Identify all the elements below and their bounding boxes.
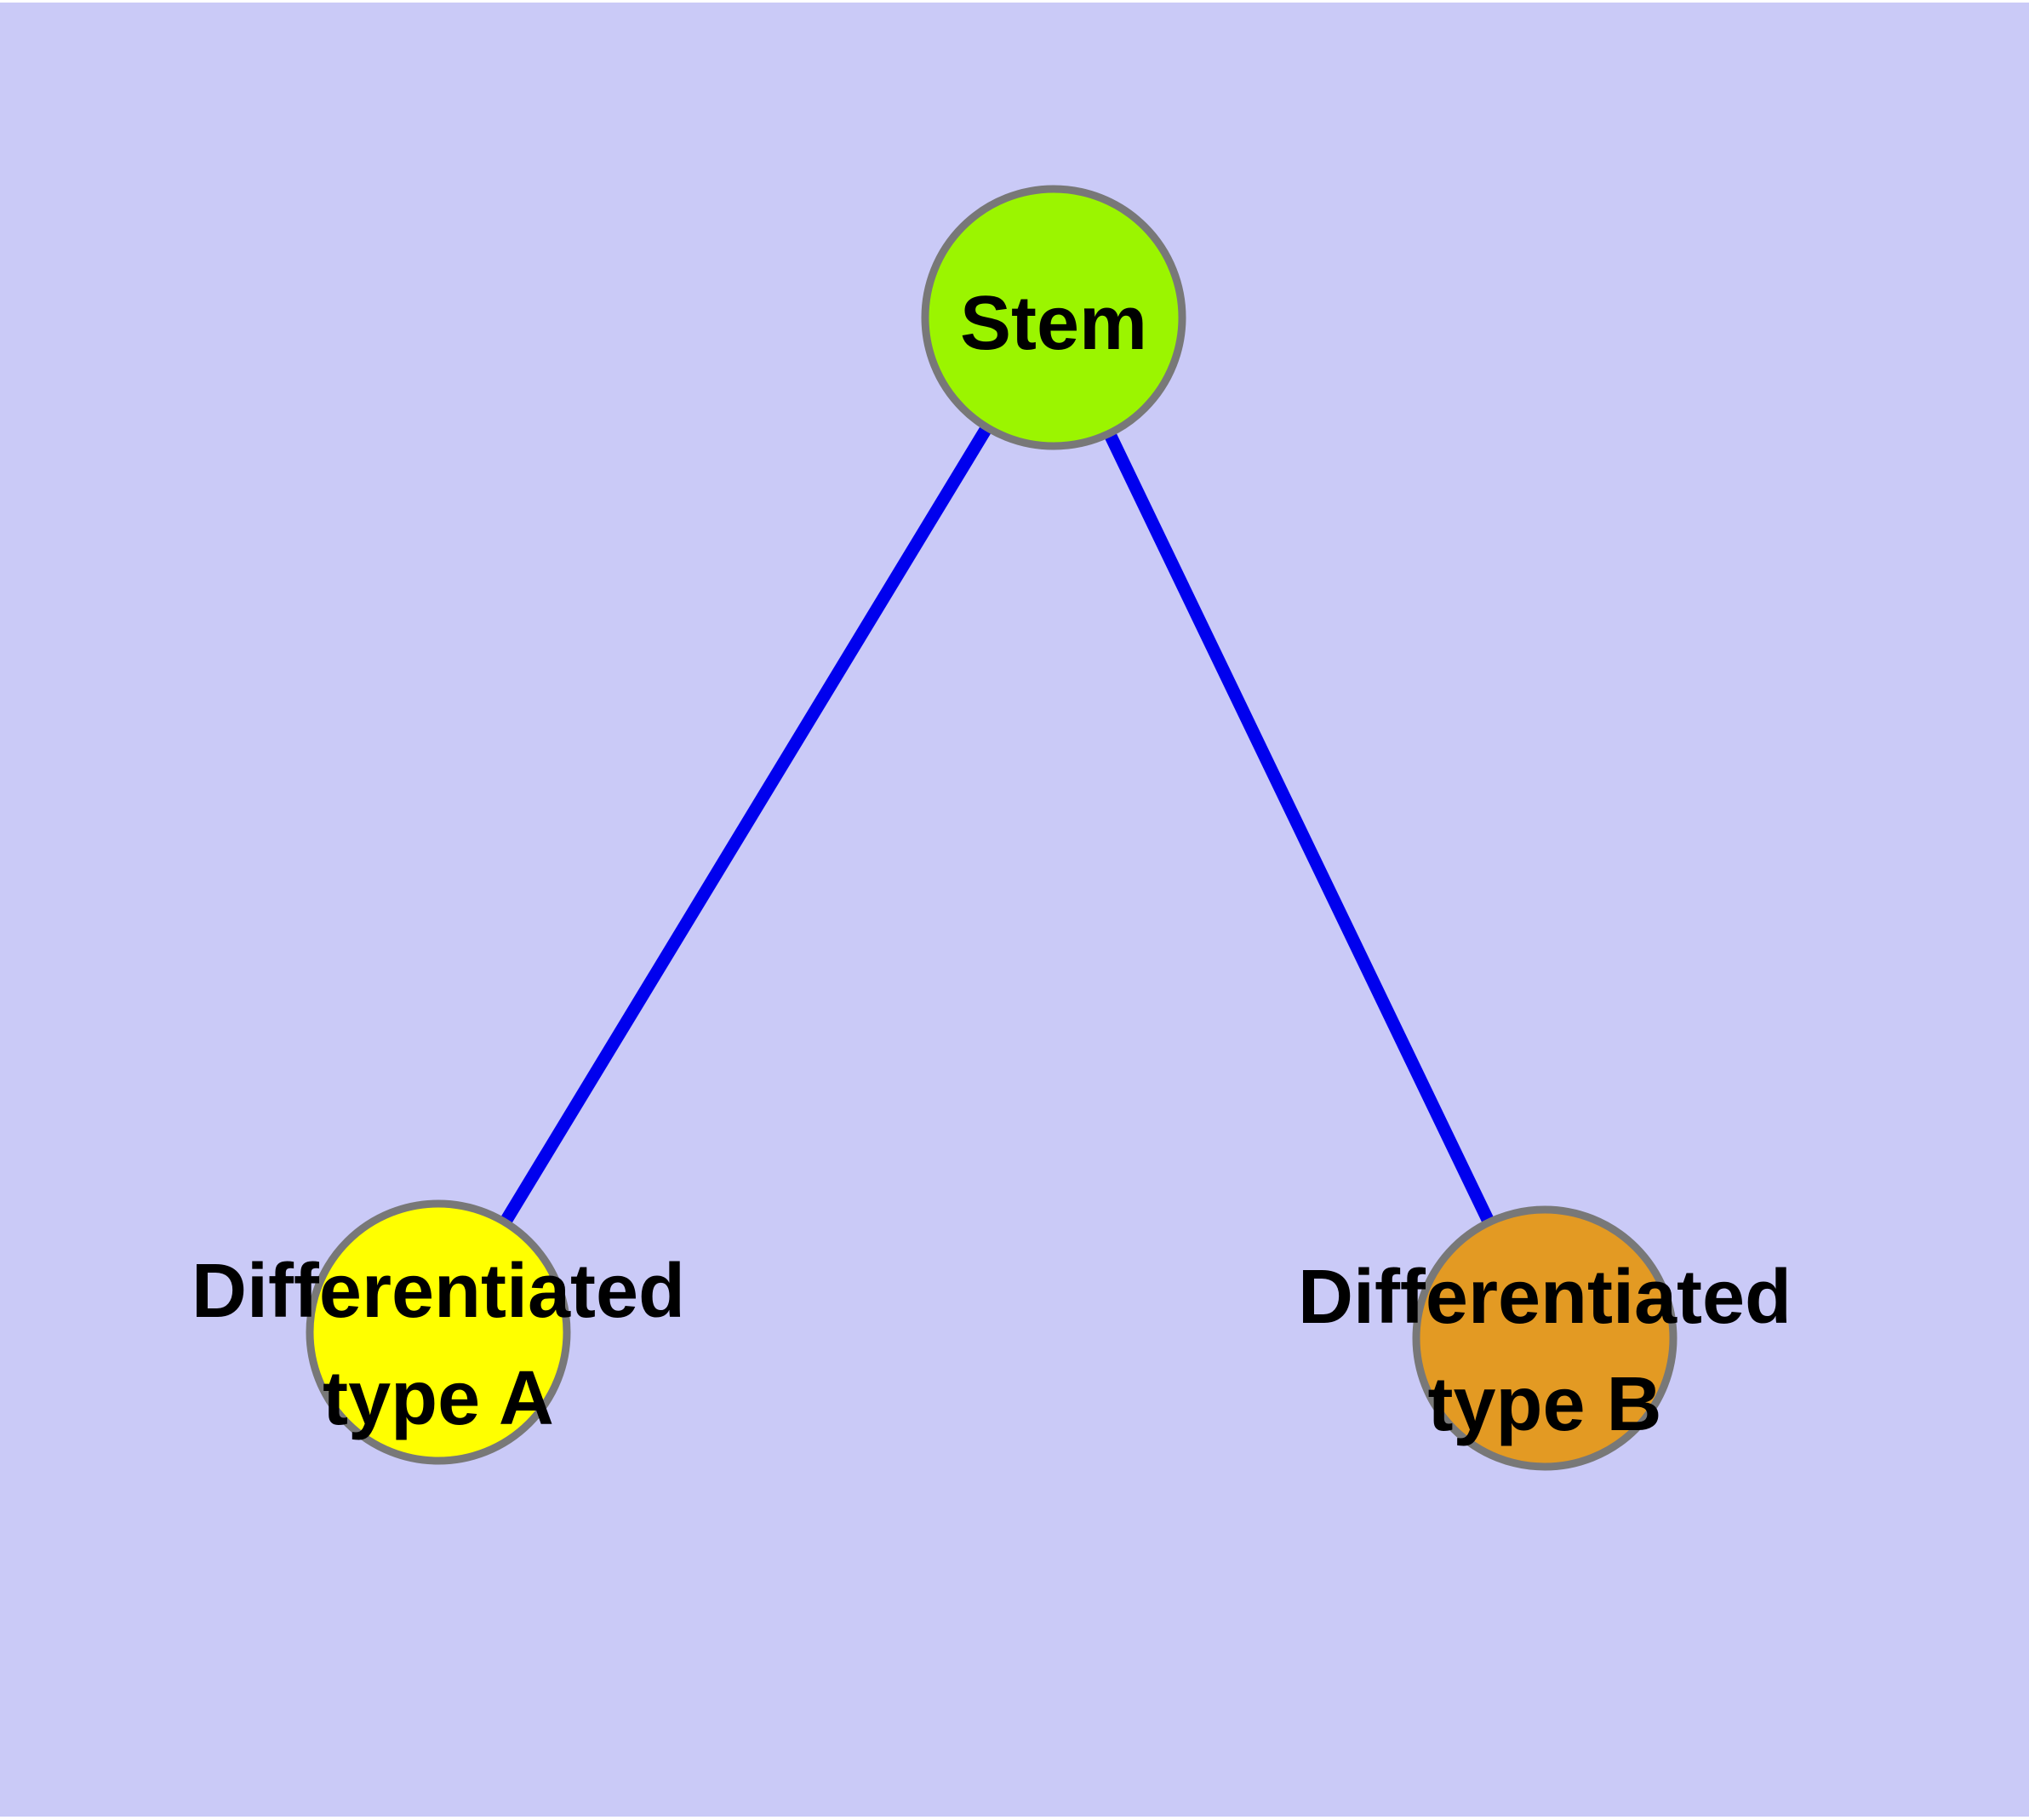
node-differentiated-type-b[interactable] (1412, 1205, 1677, 1471)
edge-stem-to-type-b (1048, 314, 1551, 1342)
edge-stem-to-type-a (432, 314, 1060, 1336)
node-stem-label: Stem (960, 281, 1147, 366)
node-type-a-label-line1: Differentiated (191, 1249, 685, 1334)
node-stem[interactable] (921, 185, 1186, 450)
node-type-b-label-line2: type B (1427, 1362, 1661, 1447)
node-differentiated-type-a[interactable] (306, 1199, 571, 1465)
node-type-b-label-line1: Differentiated (1298, 1255, 1792, 1340)
node-type-a-label-line2: type A (323, 1356, 554, 1441)
